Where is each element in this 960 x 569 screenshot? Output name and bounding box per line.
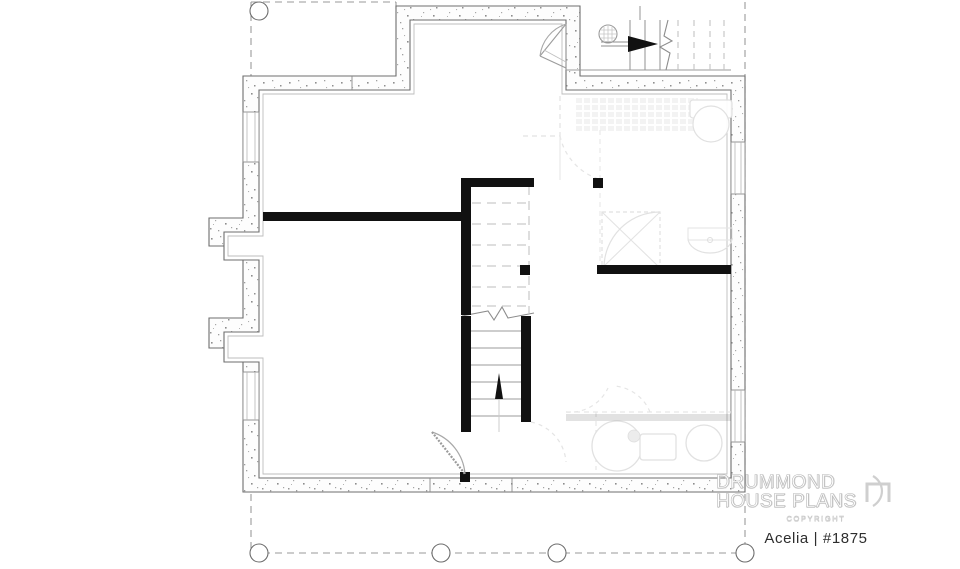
tub-oval-icon [639, 433, 677, 461]
column-markers [249, 1, 755, 563]
partition-wall-stair-west-upper [461, 178, 471, 315]
brand-copyright: COPYRIGHT [786, 514, 846, 523]
jamb-bottom-door [460, 472, 470, 482]
partition-wall-stair-east [521, 316, 531, 422]
plan-title: Acelia | #1875 [764, 530, 868, 547]
round-basin-icon [692, 105, 730, 143]
door-bottom-entry [431, 431, 466, 475]
house-roof-mark-icon [865, 475, 891, 507]
partition-wall-stair-west-lower [461, 316, 471, 432]
interior-partition-walls [263, 178, 731, 432]
upper-stair-run [539, 19, 731, 71]
partition-wall-left [263, 212, 467, 221]
door-ghost-lower [530, 421, 567, 463]
tile-grid-icon [576, 96, 698, 132]
stair-up-arrow-icon [495, 373, 503, 399]
brand-logo-row: DRUMMOND HOUSE PLANS [716, 472, 916, 512]
center-stairwell [461, 186, 535, 432]
ceiling-fixture-icon [598, 24, 618, 44]
toilet-icon [591, 420, 643, 472]
jamb-upper-right [593, 178, 603, 188]
washer-circle-icon [685, 424, 723, 462]
jamb-stair-east [520, 265, 530, 275]
door-jamb-markers [460, 178, 603, 482]
brand-line-2: HOUSE PLANS [716, 491, 857, 512]
ghosted-fixtures-above [520, 96, 733, 472]
brand-line-1: DRUMMOND [716, 472, 836, 493]
branding-block: DRUMMOND HOUSE PLANS COPYRIGHT Acelia | … [716, 472, 916, 547]
partition-wall-stair-north [461, 178, 534, 187]
partition-wall-right [597, 265, 731, 274]
window-openings [242, 6, 746, 492]
brand-wordmark: DRUMMOND HOUSE PLANS [716, 472, 857, 512]
partition-wall-ghost-bottom [566, 414, 731, 421]
stair-direction-arrow-icon [628, 36, 658, 52]
